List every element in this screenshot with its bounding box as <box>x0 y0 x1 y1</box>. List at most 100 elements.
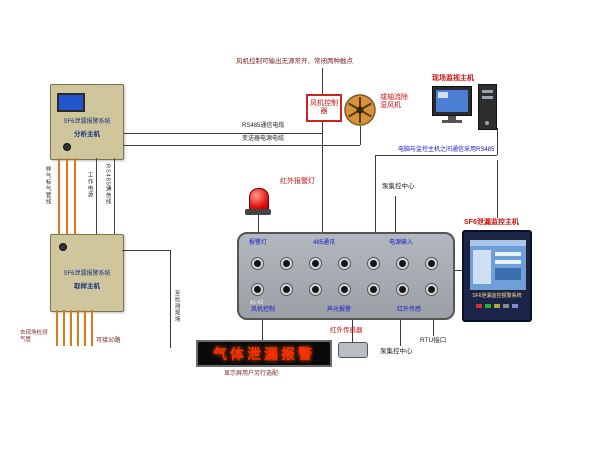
terminal <box>281 258 292 269</box>
monitor-host-buttons <box>464 304 530 308</box>
screen-glare <box>438 92 448 98</box>
sample-line-label: 样气标气管线 <box>44 166 51 205</box>
pump-center-top-label: 泵集控中心 <box>382 183 415 190</box>
axial-fan-label: 或轴流除湿风机 <box>380 94 408 110</box>
rtu-label: RTU接口 <box>420 337 447 344</box>
terminal <box>368 258 379 269</box>
computer-tower <box>478 84 497 130</box>
work-power-label: 工作电源 <box>86 172 93 198</box>
sampling-host-title: SF6泄漏报警系统 <box>63 271 111 277</box>
sampling-host-box: SF6泄漏报警系统 取样主机 <box>50 234 124 312</box>
wire <box>400 320 401 346</box>
power-knob <box>63 143 71 151</box>
wire <box>170 250 171 348</box>
monitor-host-box: SF6泄漏监控报警系统 <box>462 230 532 322</box>
panel-label-top-2: 485通讯 <box>313 240 336 246</box>
panel-label-bottom-1: 风机控制 <box>251 307 276 313</box>
wire <box>122 145 360 146</box>
terminal <box>310 284 321 295</box>
wire <box>395 196 396 232</box>
host-button <box>494 304 500 308</box>
terminal <box>426 258 437 269</box>
host-button <box>503 304 509 308</box>
gas-wire <box>84 310 86 346</box>
alarm-beacon-label: 红外报警灯 <box>280 178 315 185</box>
wire <box>433 320 434 336</box>
terminal <box>252 284 263 295</box>
terminal <box>397 258 408 269</box>
power-cable-label: 变送器电源电缆 <box>242 136 285 142</box>
terminal <box>426 284 437 295</box>
site-pipe-label: 去现场检测气管 <box>20 330 48 343</box>
computer-monitor <box>432 86 472 116</box>
wire <box>352 320 353 342</box>
analysis-host-subtitle: 分析主机 <box>74 131 100 138</box>
fan-control-note: 风机控制可输出无源常开、常闭两种触点 <box>236 58 353 65</box>
panel-label-top-1: 报警灯 <box>249 240 268 246</box>
screen-deco <box>495 260 521 264</box>
computer-screen <box>436 90 468 112</box>
terminal-panel: 报警灯 485通讯 电源输入 A1 A2 风机控制 声光报警 红外传感 <box>237 232 455 320</box>
wire <box>497 128 498 155</box>
pump-center-bottom-label: 泵集控中心 <box>380 348 413 355</box>
monitor-stand-base <box>442 120 462 123</box>
terminal <box>339 258 350 269</box>
wire <box>96 158 97 234</box>
wire <box>322 68 323 94</box>
routes-label: 可接30路 <box>96 338 121 344</box>
wire <box>360 126 361 145</box>
terminal <box>339 284 350 295</box>
gas-wire <box>66 158 68 234</box>
terminal <box>368 284 379 295</box>
tower-slot <box>482 96 493 99</box>
terminal-codes: A1 A2 <box>250 300 264 306</box>
wire <box>455 270 462 271</box>
analysis-host-title: SF6泄漏报警系统 <box>63 119 111 125</box>
screen-deco <box>495 268 521 280</box>
wire <box>114 158 115 234</box>
panel-label-top-3: 电源输入 <box>389 240 414 246</box>
monitor-host-screen <box>469 239 527 291</box>
wire <box>322 122 323 232</box>
led-display: 气体泄漏报警 <box>196 340 332 367</box>
gas-wire <box>70 310 72 346</box>
screen-deco <box>470 240 526 246</box>
comm-note: 电脑与监控主机之间通信采用RS485 <box>398 147 495 153</box>
screen-deco <box>473 250 491 284</box>
panel-label-bottom-2: 声光报警 <box>327 307 352 313</box>
wire <box>122 250 170 251</box>
gas-wire <box>91 310 93 346</box>
fan-controller-box: 风机控制器 <box>306 94 342 122</box>
host-button <box>485 304 491 308</box>
host-button <box>512 304 518 308</box>
host-button <box>476 304 482 308</box>
terminal <box>310 258 321 269</box>
wire <box>497 160 498 218</box>
fan-controller-label: 风机控制器 <box>310 99 338 115</box>
alarm-beacon-base <box>245 209 271 215</box>
tower-power-light <box>485 121 489 125</box>
panel-label-bottom-3: 红外传感 <box>397 307 422 313</box>
axial-fan-icon <box>344 94 376 126</box>
screen-deco <box>495 252 521 256</box>
gas-wire <box>77 310 79 346</box>
wire <box>375 155 376 232</box>
gas-wire <box>56 310 58 346</box>
to-site-label: 至检测现场 <box>173 290 180 323</box>
terminal <box>252 258 263 269</box>
monitor-host-caption: SF6泄漏监控报警系统 <box>472 293 522 299</box>
gas-wire <box>74 158 76 234</box>
gas-wire <box>63 310 65 346</box>
monitor-stand <box>448 116 456 120</box>
terminal <box>397 284 408 295</box>
gas-wire <box>58 158 60 234</box>
analysis-host-box: SF6泄漏报警系统 分析主机 <box>50 84 124 160</box>
led-display-text: 气体泄漏报警 <box>213 345 315 362</box>
wire <box>262 320 263 340</box>
monitor-host-label: SF6泄漏监控主机 <box>464 219 519 226</box>
ir-sensor-label: 红外传感器 <box>330 327 363 334</box>
sampling-host-subtitle: 取样主机 <box>74 283 100 290</box>
terminal <box>281 284 292 295</box>
ir-sensor-box <box>338 342 368 358</box>
